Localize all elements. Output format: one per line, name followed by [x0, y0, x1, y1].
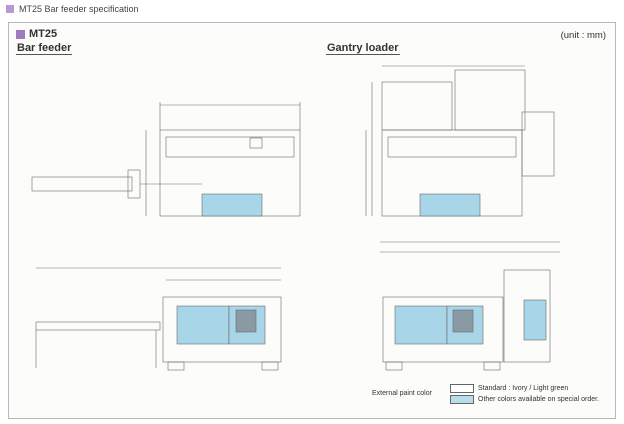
unit-label: (unit : mm): [560, 30, 606, 41]
gantry-loader-front-view: [380, 241, 560, 371]
standard-color-swatch: [450, 384, 474, 393]
other-text: Other colors available on special order.: [478, 396, 600, 403]
model-bullet-icon: [16, 29, 25, 39]
bar-feeder-plan-view: [31, 102, 301, 217]
other-color-swatch: [450, 395, 474, 404]
spec-sheet: [8, 22, 616, 419]
standard-text: Standard : Ivory / Light green: [478, 385, 569, 392]
header-title: MT25 Bar feeder specification: [19, 4, 139, 14]
header-bullet-icon: [6, 5, 14, 13]
gantry-loader-heading: Gantry loader: [326, 42, 400, 55]
legend-label: External paint color: [372, 390, 432, 397]
page-header: MT25 Bar feeder specification: [6, 4, 139, 14]
bar-feeder-heading: Bar feeder: [16, 42, 73, 55]
legend-standard: Standard : Ivory / Light green: [450, 384, 568, 393]
gantry-loader-plan-view: [365, 65, 555, 217]
bar-feeder-front-view: [35, 267, 282, 371]
legend-other: Other colors available on special order.: [450, 395, 599, 404]
model-name: MT25: [16, 28, 57, 40]
